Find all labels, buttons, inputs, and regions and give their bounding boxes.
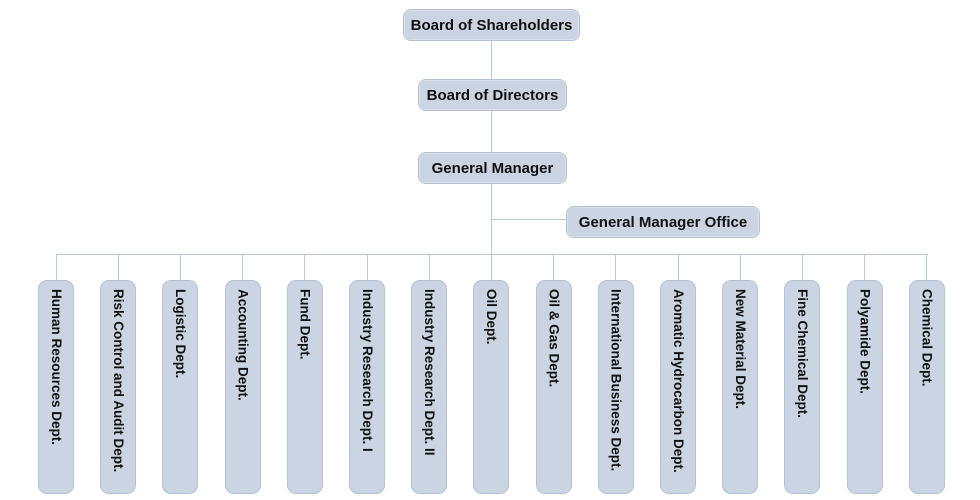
connector-stub bbox=[304, 254, 306, 280]
dept-column-risk-control-audit: Risk Control and Audit Dept. bbox=[100, 254, 137, 494]
dept-column-logistic: Logistic Dept. bbox=[162, 254, 199, 494]
node-board-of-shareholders: Board of Shareholders bbox=[403, 9, 580, 41]
dept-label: Human Resources Dept. bbox=[48, 289, 64, 446]
connector-stub bbox=[242, 254, 244, 280]
connector-stub bbox=[117, 254, 119, 280]
dept-column-polyamide: Polyamide Dept. bbox=[846, 254, 883, 494]
dept-box: Oil & Gas Dept. bbox=[535, 280, 572, 494]
node-board-of-directors: Board of Directors bbox=[418, 79, 567, 111]
dept-column-industry-research-2: Industry Research Dept. II bbox=[411, 254, 448, 494]
connector-departments-rail bbox=[56, 254, 928, 255]
dept-label: Fine Chemical Dept. bbox=[795, 289, 811, 419]
connector-stub bbox=[179, 254, 181, 280]
dept-label: Industry Research Dept. II bbox=[421, 289, 437, 456]
connector-shareholders-directors bbox=[491, 41, 492, 79]
dept-box: Logistic Dept. bbox=[162, 280, 199, 494]
dept-label: Polyamide Dept. bbox=[857, 289, 873, 395]
connector-stub bbox=[926, 254, 928, 280]
dept-column-oil: Oil Dept. bbox=[473, 254, 510, 494]
dept-label: Risk Control and Audit Dept. bbox=[110, 289, 126, 473]
dept-label: Chemical Dept. bbox=[919, 289, 935, 387]
connector-directors-gm bbox=[491, 111, 492, 152]
dept-box: New Material Dept. bbox=[722, 280, 759, 494]
dept-label: New Material Dept. bbox=[732, 289, 748, 410]
connector-stub bbox=[615, 254, 617, 280]
dept-box: Fund Dept. bbox=[286, 280, 323, 494]
dept-box: Polyamide Dept. bbox=[846, 280, 883, 494]
connector-gm-office-branch bbox=[491, 219, 566, 220]
dept-column-fund: Fund Dept. bbox=[286, 254, 323, 494]
dept-box: Industry Research Dept. II bbox=[411, 280, 448, 494]
dept-label: International Business Dept. bbox=[608, 289, 624, 472]
connector-stub bbox=[55, 254, 57, 280]
dept-column-human-resources: Human Resources Dept. bbox=[38, 254, 74, 494]
dept-box: Aromatic Hydrocarbon Dept. bbox=[660, 280, 697, 494]
dept-column-aromatic-hydrocarbon: Aromatic Hydrocarbon Dept. bbox=[660, 254, 697, 494]
dept-label: Oil Dept. bbox=[484, 289, 500, 345]
dept-column-industry-research-1: Industry Research Dept. I bbox=[349, 254, 386, 494]
department-row: Human Resources Dept. Risk Control and A… bbox=[38, 254, 945, 494]
connector-stub bbox=[739, 254, 741, 280]
dept-label: Logistic Dept. bbox=[173, 289, 189, 379]
dept-label: Oil & Gas Dept. bbox=[546, 289, 562, 388]
dept-column-international-business: International Business Dept. bbox=[597, 254, 634, 494]
dept-column-fine-chemical: Fine Chemical Dept. bbox=[784, 254, 821, 494]
dept-box: Fine Chemical Dept. bbox=[784, 280, 821, 494]
dept-box: Industry Research Dept. I bbox=[349, 280, 386, 494]
dept-label: Aromatic Hydrocarbon Dept. bbox=[670, 289, 686, 473]
connector-stub bbox=[490, 254, 492, 280]
connector-stub bbox=[677, 254, 679, 280]
dept-column-accounting: Accounting Dept. bbox=[224, 254, 261, 494]
dept-label: Accounting Dept. bbox=[235, 289, 251, 401]
connector-stub bbox=[801, 254, 803, 280]
dept-column-chemical: Chemical Dept. bbox=[908, 254, 945, 494]
dept-column-oil-and-gas: Oil & Gas Dept. bbox=[535, 254, 572, 494]
connector-stub bbox=[366, 254, 368, 280]
dept-box: Chemical Dept. bbox=[908, 280, 945, 494]
node-general-manager-office: General Manager Office bbox=[566, 206, 760, 238]
dept-label: Industry Research Dept. I bbox=[359, 289, 375, 452]
connector-stub bbox=[553, 254, 555, 280]
connector-stub bbox=[428, 254, 430, 280]
dept-box: Accounting Dept. bbox=[224, 280, 261, 494]
dept-box: International Business Dept. bbox=[597, 280, 634, 494]
dept-box: Human Resources Dept. bbox=[38, 280, 74, 494]
node-general-manager: General Manager bbox=[418, 152, 567, 184]
dept-column-new-material: New Material Dept. bbox=[722, 254, 759, 494]
connector-stub bbox=[864, 254, 866, 280]
dept-box: Risk Control and Audit Dept. bbox=[100, 280, 137, 494]
dept-box: Oil Dept. bbox=[473, 280, 510, 494]
dept-label: Fund Dept. bbox=[297, 289, 313, 360]
